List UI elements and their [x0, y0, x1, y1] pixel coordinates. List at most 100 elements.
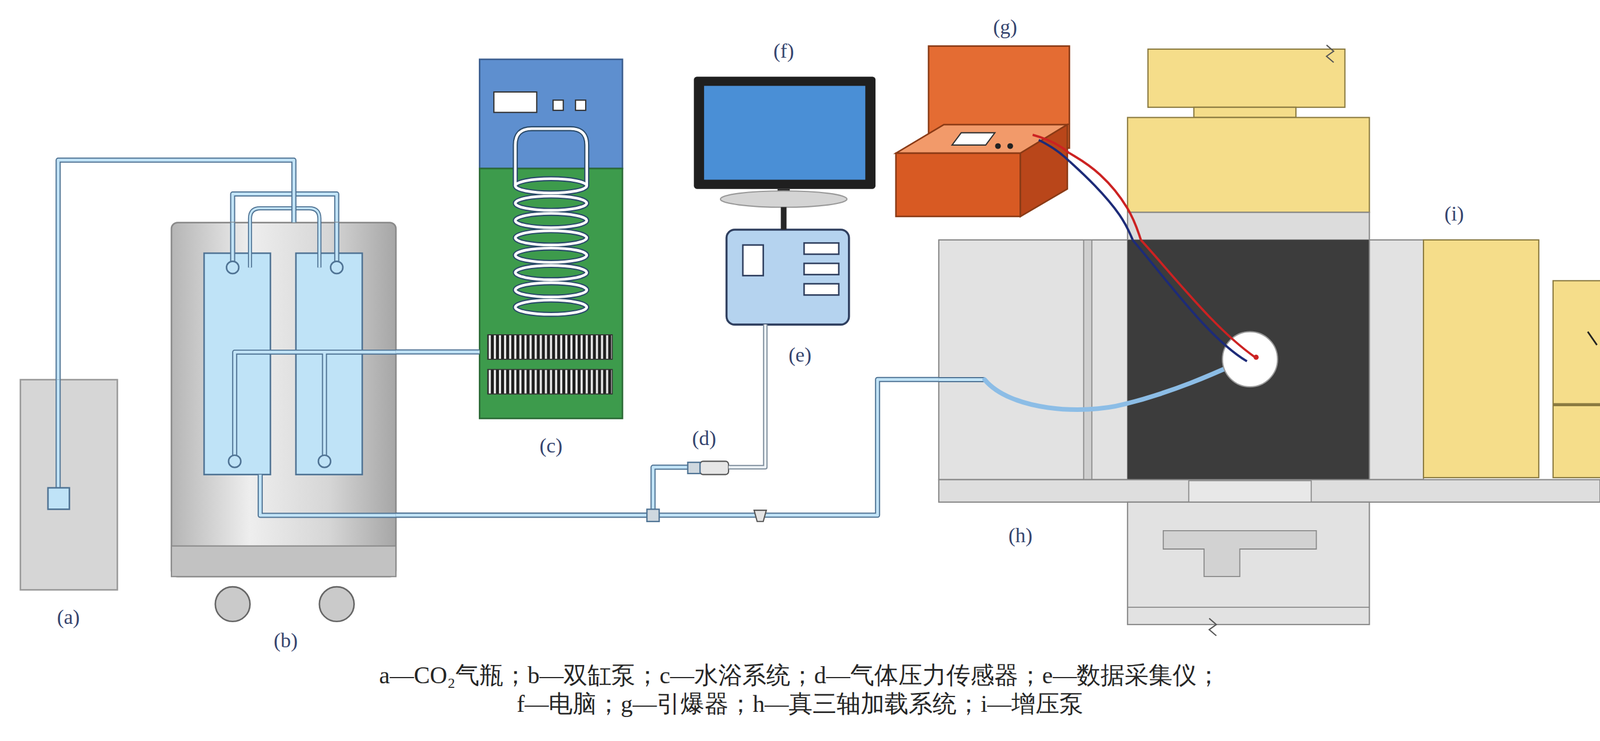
water-bath	[515, 282, 587, 298]
connector-stroke	[396, 349, 480, 355]
true-triaxial-loading-system	[1127, 240, 1370, 480]
detonator-box	[896, 153, 1021, 217]
water-bath	[488, 369, 613, 395]
water-bath	[515, 230, 587, 246]
true-triaxial-loading-system	[1369, 240, 1424, 480]
water-bath	[515, 178, 587, 194]
booster-pump	[1553, 280, 1600, 478]
computer-monitor	[720, 190, 847, 208]
true-triaxial-loading-system	[1127, 212, 1370, 240]
co2-bottle	[56, 380, 60, 491]
water-bath	[515, 128, 587, 315]
tee-fitting	[646, 462, 700, 522]
connector-stroke	[58, 160, 295, 380]
red-wire	[1069, 153, 1141, 240]
co2-bottle	[48, 488, 70, 510]
true-triaxial-loading-system	[1163, 530, 1317, 577]
sensor-pipe	[396, 467, 700, 516]
part-label: (e)	[788, 344, 812, 367]
signal-cable	[728, 324, 766, 468]
double-cylinder-pump	[215, 586, 251, 622]
true-triaxial-loading-system	[1140, 240, 1255, 358]
water-bath	[553, 100, 564, 111]
detonator-box	[952, 132, 995, 145]
true-triaxial-loading-system	[938, 45, 1600, 636]
double-cylinder-pump	[171, 194, 396, 622]
true-triaxial-loading-system	[1127, 502, 1370, 625]
water-bath	[515, 265, 587, 280]
detonator-box	[1007, 143, 1014, 150]
data-acquisition-unit	[804, 284, 839, 296]
water-bath	[479, 168, 623, 419]
monitor-stand	[783, 206, 784, 230]
part-label: (b)	[273, 629, 298, 653]
booster-box: (i)	[1423, 240, 1539, 478]
double-cylinder-pump	[318, 455, 331, 468]
part-label: (a)	[57, 606, 80, 630]
acquisition-box: (e)	[726, 229, 849, 325]
connector-stroke	[58, 160, 295, 380]
sensor-box: (d)	[700, 460, 729, 475]
true-triaxial-loading-system	[938, 378, 985, 382]
true-triaxial-loading-system	[1148, 49, 1346, 108]
booster-pump	[1423, 240, 1600, 478]
data-acquisition-unit	[726, 229, 849, 325]
water-bath	[488, 334, 613, 360]
connector-stroke	[1069, 161, 1133, 240]
double-cylinder-pump	[171, 546, 396, 578]
triaxial-box: (h)	[938, 240, 1424, 480]
true-triaxial-loading-system	[1083, 240, 1092, 480]
connector-stroke	[396, 467, 700, 516]
water-bath	[515, 282, 587, 298]
computer-monitor	[693, 76, 876, 189]
connector-stroke	[780, 206, 787, 230]
true-triaxial-loading-system	[938, 377, 985, 383]
connector-stroke	[396, 350, 480, 354]
water-bath	[515, 213, 587, 228]
true-triaxial-loading-system	[1326, 45, 1334, 63]
double-cylinder-pump	[204, 253, 271, 475]
true-triaxial-loading-system	[1193, 107, 1296, 118]
injection-pipe	[396, 379, 939, 516]
water-bath	[515, 248, 587, 263]
co2-bottle	[20, 380, 118, 591]
figure-caption-box: a—CO₂气瓶；b—双缸泵；c—水浴系统；d—气体压力传感器；e—数据采集仪； …	[378, 661, 1223, 719]
true-triaxial-loading-system	[1127, 117, 1370, 213]
tee-fitting	[646, 509, 659, 522]
tee-fitting	[688, 462, 700, 474]
booster-pump	[1423, 240, 1539, 478]
true-triaxial-loading-system	[1188, 480, 1311, 503]
computer-monitor	[704, 85, 866, 180]
data-acquisition-unit	[804, 242, 839, 255]
water-bath	[515, 248, 587, 263]
double-cylinder-pump	[319, 586, 355, 622]
true-triaxial-loading-system	[1253, 354, 1259, 360]
gas-pipe	[58, 160, 295, 380]
monitor-box: (f)	[693, 76, 876, 208]
true-triaxial-loading-system	[1127, 606, 1370, 608]
double-cylinder-pump	[234, 352, 396, 516]
bath-pipe	[396, 352, 480, 353]
detonator-box	[994, 143, 1001, 150]
water-bath	[479, 59, 623, 169]
water-bath	[515, 196, 587, 211]
connector-stroke	[728, 324, 766, 468]
data-acquisition-unit	[742, 245, 764, 276]
connector-stroke	[396, 379, 939, 516]
detonator-box	[896, 46, 1070, 217]
connector-stroke	[1069, 153, 1141, 240]
co2-bottle-box: (a)	[20, 379, 118, 590]
double-cylinder-pump	[228, 455, 241, 468]
double-cylinder-pump	[250, 208, 320, 268]
connector-stroke	[396, 379, 939, 516]
blue-wire	[1069, 161, 1133, 240]
connector-stroke	[728, 324, 766, 468]
detonator-box: (g)	[896, 45, 1070, 216]
true-triaxial-loading-system	[938, 240, 1128, 480]
double-cylinder-pump	[226, 261, 239, 274]
water-bath	[515, 128, 587, 315]
figure-caption: a—CO₂气瓶；b—双缸泵；c—水浴系统；d—气体压力传感器；e—数据采集仪； …	[378, 661, 1223, 719]
water-bath	[515, 196, 587, 211]
